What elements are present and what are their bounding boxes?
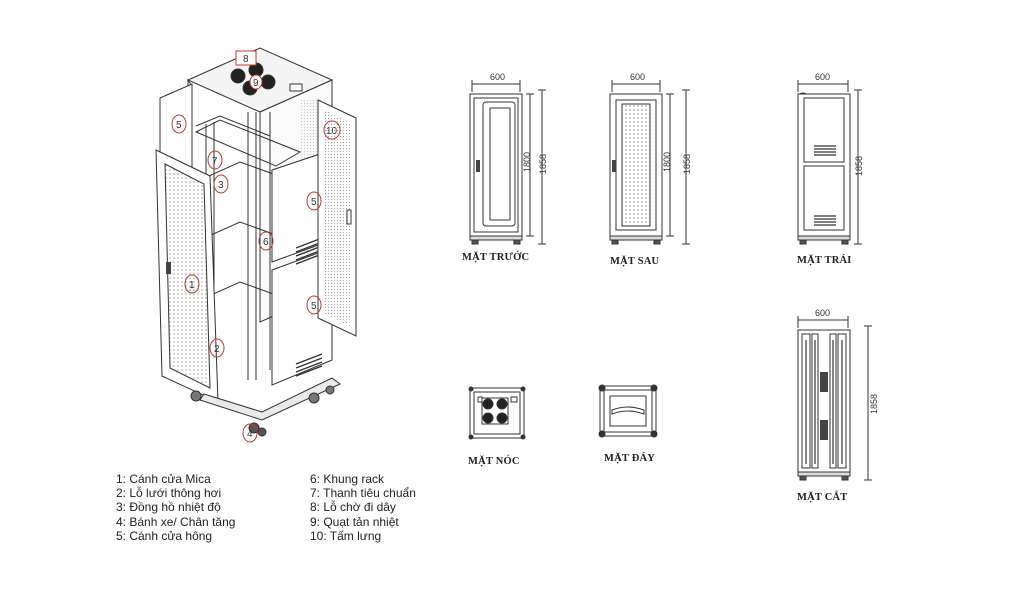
- legend-item: 8: Lỗ chờ đi dây: [310, 500, 396, 515]
- callout-5-low: 5: [306, 295, 322, 315]
- section-view: [797, 316, 872, 481]
- left-view: [797, 80, 862, 245]
- callout-5-mid: 5: [306, 191, 322, 211]
- callout-1-label: 1: [189, 280, 195, 291]
- callout-6-label: 6: [263, 237, 269, 248]
- legend-left: 1: Cánh cửa Mica 2: Lỗ lưới thông hơi 3:…: [116, 472, 235, 543]
- bottom-view-label: MẶT ĐÁY: [604, 453, 656, 464]
- callout-10: 10: [323, 120, 341, 140]
- callout-3-label: 3: [218, 180, 224, 191]
- top-view: [468, 386, 526, 440]
- back-width-dim: 600: [630, 72, 645, 82]
- section-view-label: MẶT CẮT: [797, 492, 848, 503]
- callout-9: 9: [249, 74, 263, 90]
- isometric-cabinet: [155, 47, 357, 437]
- callout-5-label-2: 5: [311, 197, 317, 208]
- callout-2-label: 2: [214, 344, 220, 355]
- top-view-label: MẶT NÓC: [468, 456, 520, 467]
- legend-item: 2: Lỗ lưới thông hơi: [116, 486, 222, 501]
- callout-5-label-3: 5: [311, 301, 317, 312]
- legend-item: 6: Khung rack: [310, 472, 385, 486]
- callout-4: 4: [242, 423, 258, 443]
- legend-item: 9: Quạt tản nhiệt: [310, 514, 399, 529]
- front-width-dim: 600: [490, 72, 505, 82]
- back-view-label: MẶT SAU: [610, 256, 660, 267]
- bottom-view: [598, 384, 658, 438]
- callout-5-top: 5: [171, 114, 187, 134]
- callout-4-label: 4: [247, 429, 253, 440]
- legend-item: 5: Cánh cửa hông: [116, 528, 213, 543]
- callout-5-label: 5: [176, 120, 182, 131]
- callout-2: 2: [209, 338, 225, 358]
- section-width-dim: 600: [815, 308, 830, 318]
- callout-8: 8: [235, 50, 257, 66]
- front-height-inner-dim: 1800: [522, 152, 532, 172]
- callout-8-label: 8: [243, 54, 249, 65]
- callout-9-label: 9: [253, 78, 259, 89]
- left-width-dim: 600: [815, 72, 830, 82]
- front-height-outer-dim: 1858: [538, 154, 548, 174]
- callout-10-label: 10: [326, 126, 338, 137]
- section-height-outer-dim: 1858: [869, 394, 879, 414]
- back-height-inner-dim: 1800: [662, 152, 672, 172]
- callout-1: 1: [184, 274, 200, 294]
- callout-7-label: 7: [212, 156, 218, 167]
- legend-right: 6: Khung rack 7: Thanh tiêu chuẩn 8: Lỗ …: [310, 472, 416, 543]
- back-height-outer-dim: 1858: [682, 154, 692, 174]
- back-view: [609, 80, 690, 245]
- legend-item: 1: Cánh cửa Mica: [116, 472, 211, 486]
- callout-3: 3: [213, 174, 229, 194]
- legend-item: 7: Thanh tiêu chuẩn: [310, 486, 416, 501]
- legend-item: 4: Bánh xe/ Chân tăng: [116, 514, 236, 529]
- front-view-label: MẶT TRƯỚC: [462, 252, 530, 263]
- callout-6: 6: [258, 231, 274, 251]
- legend-item: 10: Tấm lưng: [310, 528, 382, 543]
- front-view: [469, 80, 546, 245]
- legend-item: 3: Đồng hồ nhiệt độ: [116, 500, 221, 515]
- left-view-label: MẶT TRÁI: [797, 255, 852, 266]
- callout-markers: 1 2 3 4 5 5 5 6: [171, 50, 341, 443]
- left-height-outer-dim: 1858: [854, 156, 864, 176]
- callout-7: 7: [207, 150, 223, 170]
